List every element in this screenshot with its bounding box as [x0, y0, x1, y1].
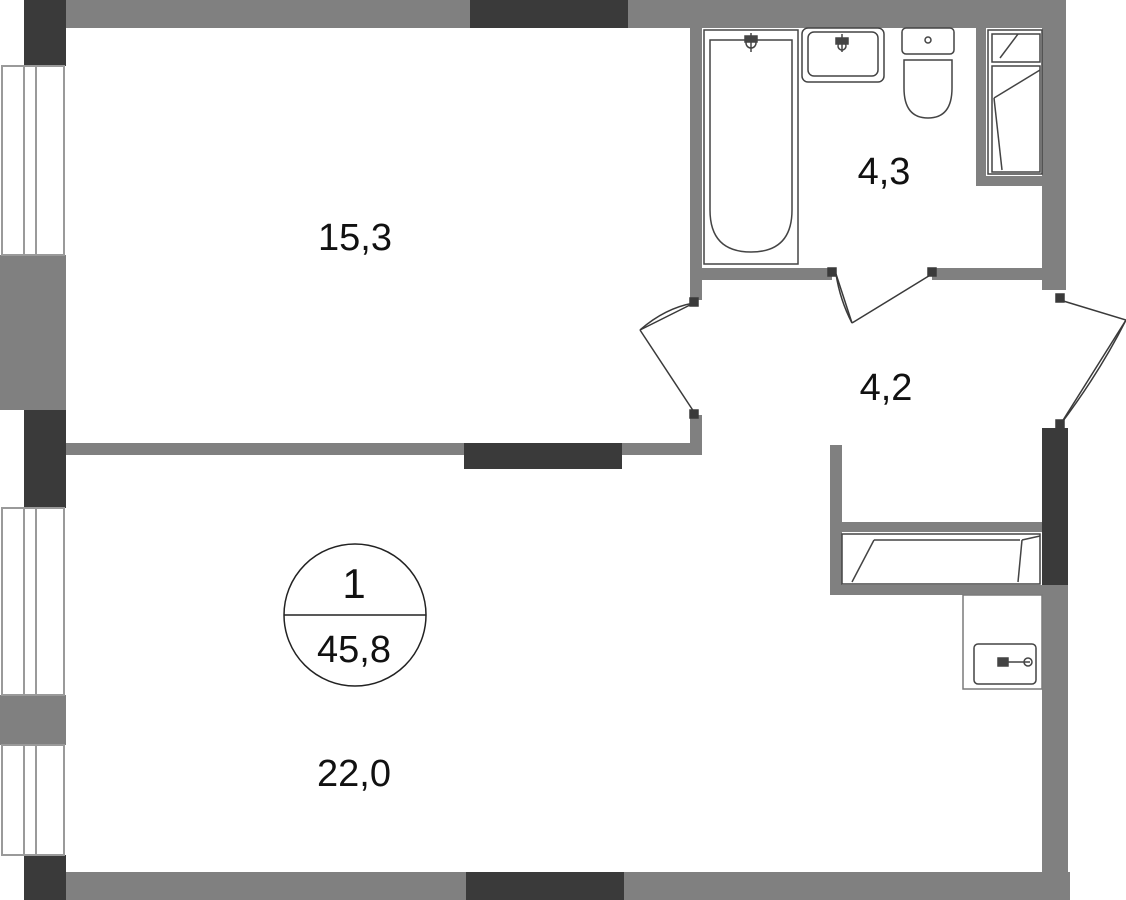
wall-right-upper: [1042, 0, 1066, 290]
wall-bath-closet-bottom: [976, 176, 1044, 186]
wall-closet-left: [830, 445, 842, 595]
wall-left-pier-mid: [0, 255, 66, 410]
beam-partition: [464, 443, 622, 469]
washbasin-icon: [801, 27, 885, 83]
wall-closet-top: [842, 522, 1042, 532]
room-area-bedroom: 15,3: [318, 217, 392, 259]
kitchen-sink-icon: [962, 594, 1043, 690]
column-top-left: [24, 0, 66, 66]
badge-total-area: 45,8: [317, 629, 391, 671]
door-swing-icon: [639, 297, 699, 419]
wall-right-lower: [1042, 585, 1068, 885]
bathtub-icon: [703, 29, 799, 265]
wall-bath-hall-right: [932, 268, 1044, 280]
door-swing-icon: [827, 267, 937, 324]
wall-closet-bottom: [830, 585, 1044, 595]
toilet-icon: [901, 27, 955, 119]
window-icon: [1, 744, 65, 856]
wall-bedroom-hall-upper: [690, 28, 702, 300]
beam-bottom: [466, 872, 624, 900]
load-bearing-segments: [24, 0, 1068, 900]
apartment-badge: 1 45,8: [283, 543, 427, 687]
badge-rooms-count: 1: [342, 560, 365, 607]
wall-bedroom-hall-lower: [690, 415, 702, 455]
door-swing-icon: [1055, 293, 1126, 429]
column-bottom-left: [24, 855, 66, 900]
doors: [639, 267, 1126, 429]
wall-bath-hall-left: [702, 268, 832, 280]
wall-bath-closet-left: [976, 28, 986, 186]
room-area-hallway: 4,2: [860, 367, 913, 409]
windows: [1, 65, 65, 856]
hallway-wardrobe: [841, 533, 1041, 585]
bath-closet: [987, 29, 1043, 175]
room-area-living-kitchen: 22,0: [317, 753, 391, 795]
room-area-bathroom: 4,3: [858, 151, 911, 193]
beam-top: [470, 0, 628, 28]
window-icon: [1, 507, 65, 696]
column-right-mid: [1042, 428, 1068, 585]
wall-left-pier-low: [0, 695, 66, 745]
window-icon: [1, 65, 65, 256]
column-left-mid: [24, 410, 66, 508]
